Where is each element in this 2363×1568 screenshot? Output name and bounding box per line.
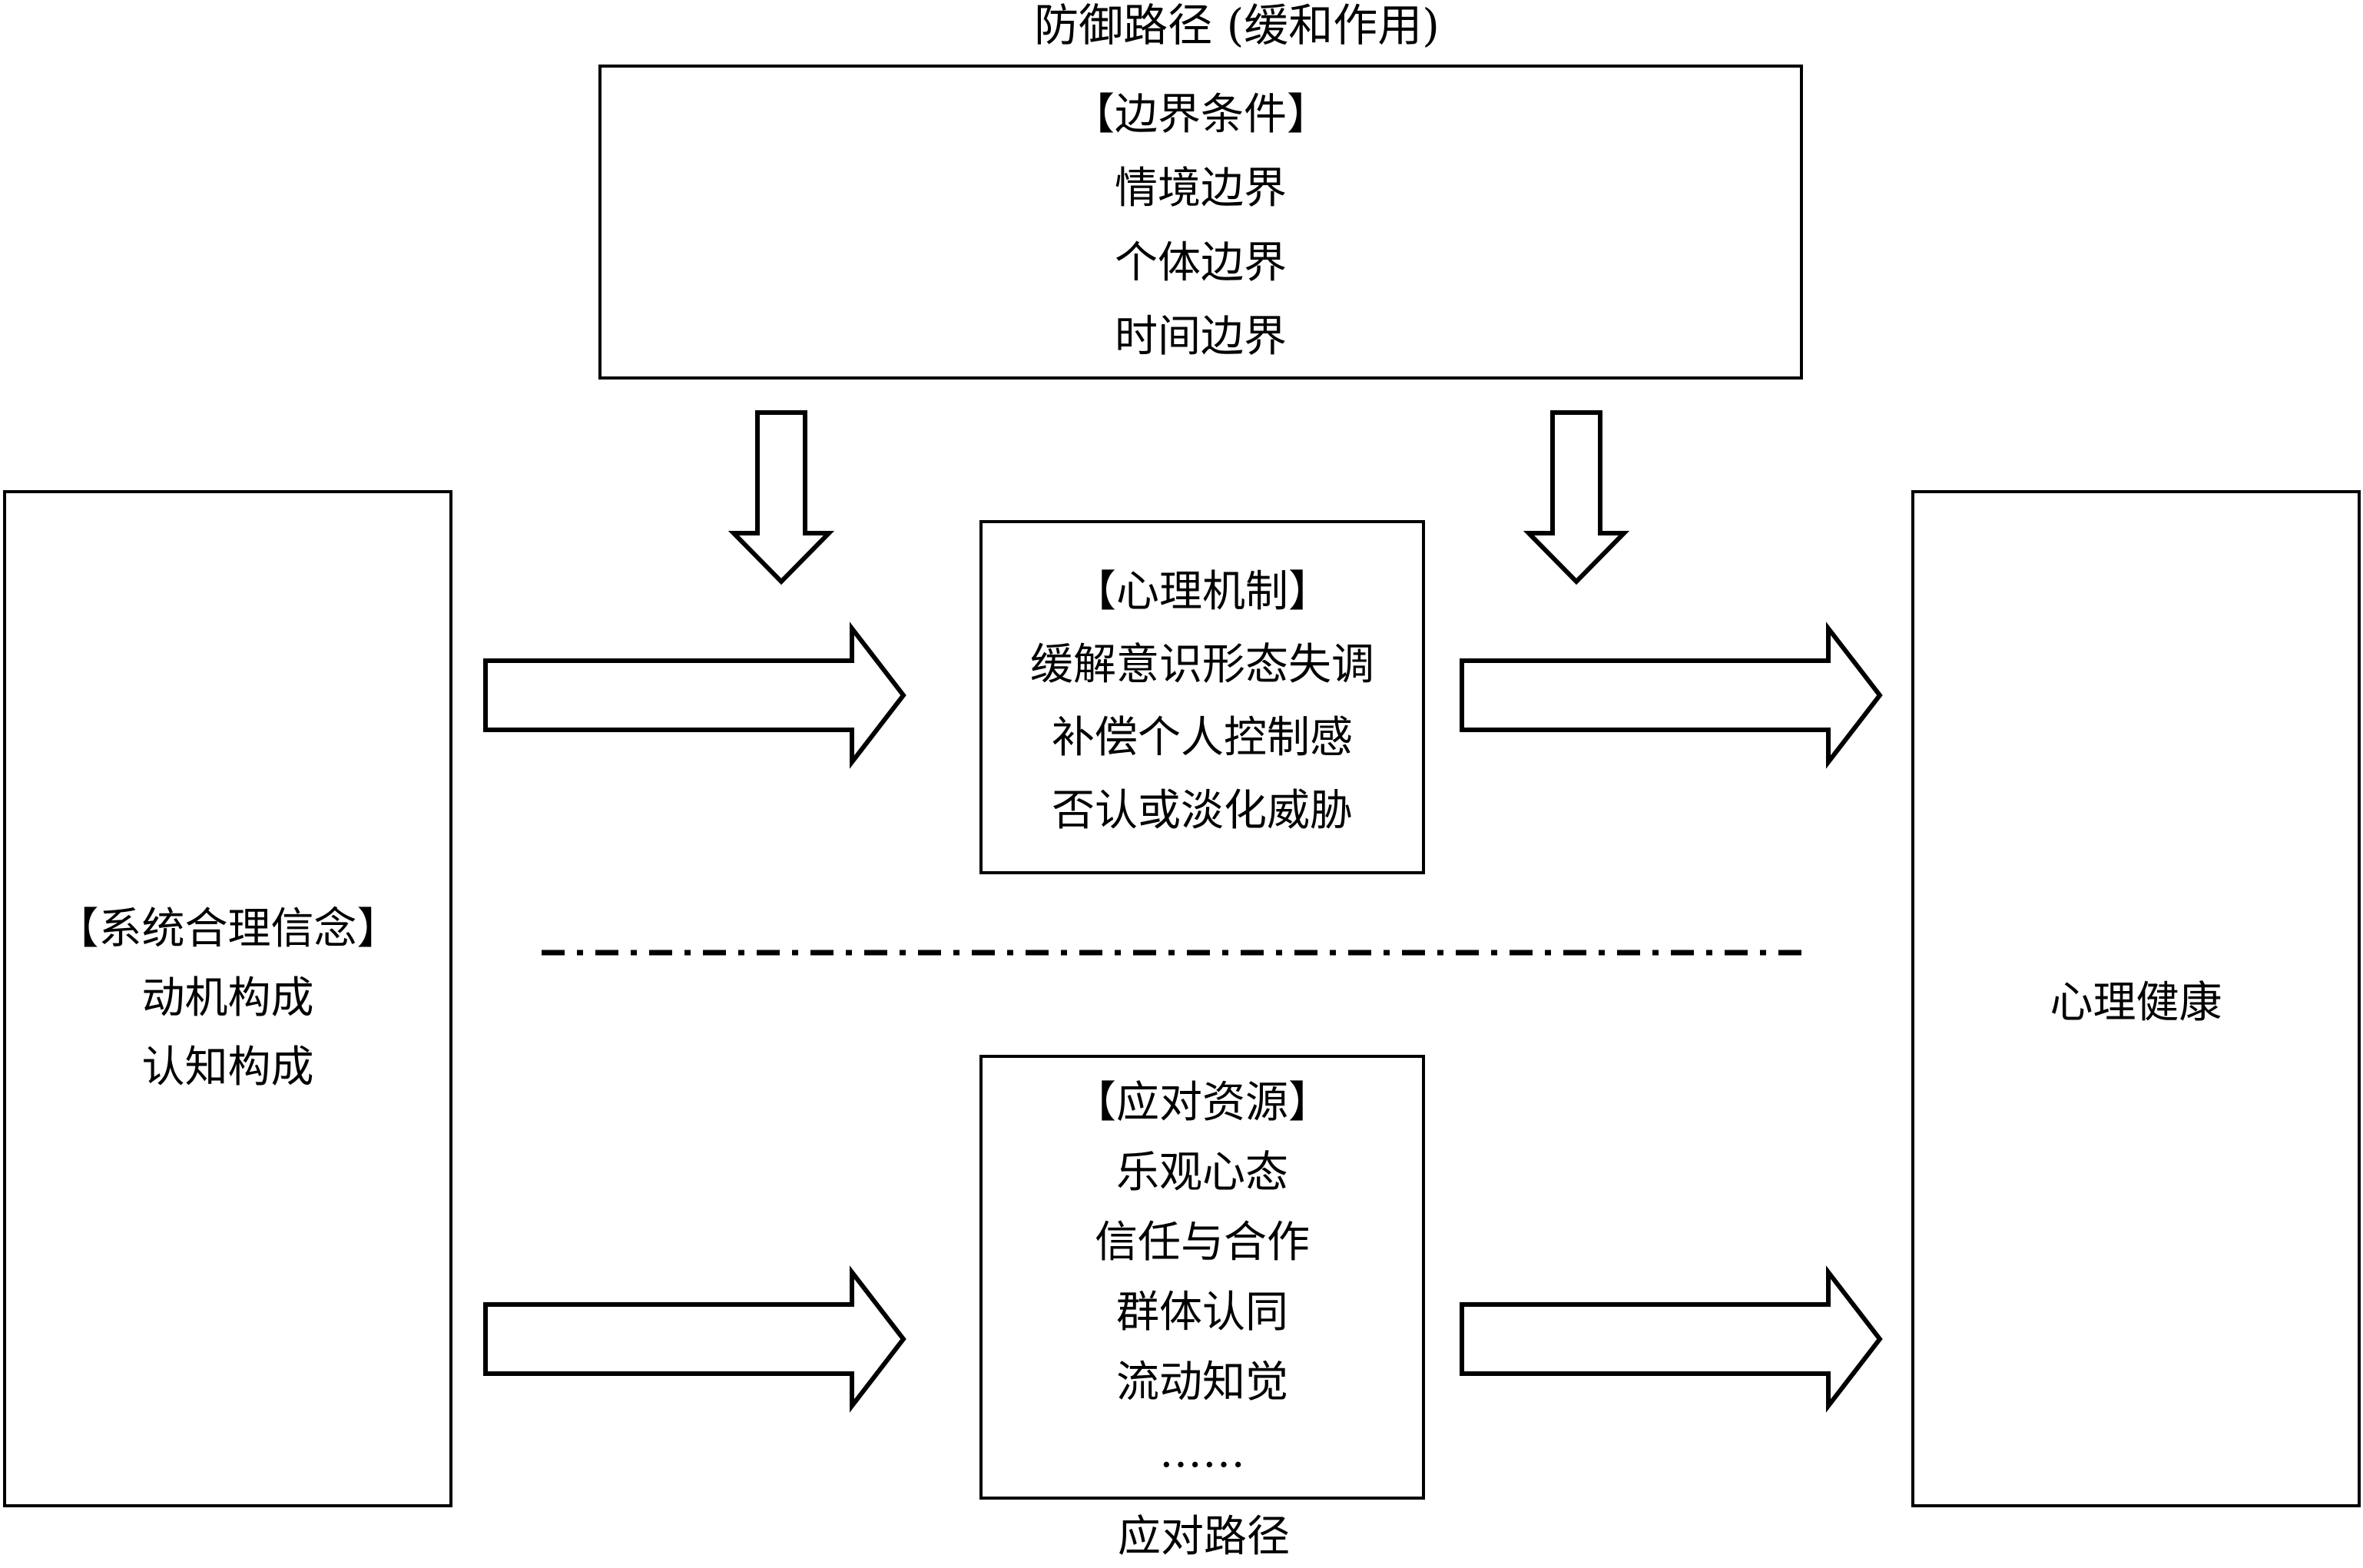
right-arrow-upper-left-icon [483, 622, 906, 769]
defense-path-title: 防御路径 (缓和作用) [1034, 0, 1440, 51]
mechanism-header: 【心理机制】 [1073, 566, 1331, 617]
resources-header: 【应对资源】 [1073, 1077, 1331, 1128]
resources-item-ellipsis: …… [1159, 1427, 1245, 1477]
mental-health-label: 心理健康 [2050, 977, 2222, 1028]
mechanism-item-threat: 否认或淡化威胁 [1052, 785, 1353, 836]
mechanism-item-control: 补偿个人控制感 [1052, 712, 1353, 763]
belief-item-cognitive: 认知构成 [141, 1043, 314, 1092]
mechanism-item-dissonance: 缓解意识形态失调 [1030, 639, 1374, 690]
resources-item-mobility-perception: 流动知觉 [1116, 1357, 1288, 1407]
down-arrow-left-icon [727, 410, 835, 585]
boundary-item-individual: 个体边界 [1115, 237, 1287, 288]
resources-item-optimism: 乐观心态 [1116, 1147, 1288, 1198]
boundary-item-situational: 情境边界 [1115, 164, 1287, 214]
system-justification-belief-box: 【系统合理信念】 动机构成 认知构成 [3, 490, 452, 1507]
right-arrow-lower-right-icon [1460, 1265, 1883, 1413]
down-arrow-right-icon [1523, 410, 1630, 585]
right-arrow-lower-left-icon [483, 1265, 906, 1413]
boundary-conditions-box: 【边界条件】 情境边界 个体边界 时间边界 [598, 65, 1803, 380]
mental-health-box: 心理健康 [1911, 490, 2361, 1507]
belief-item-motivational: 动机构成 [141, 973, 314, 1023]
boundary-item-temporal: 时间边界 [1115, 312, 1287, 363]
boundary-conditions-header: 【边界条件】 [1072, 89, 1330, 140]
psychological-mechanism-box: 【心理机制】 缓解意识形态失调 补偿个人控制感 否认或淡化威胁 [979, 520, 1425, 874]
belief-header: 【系统合理信念】 [55, 904, 400, 954]
coping-path-label: 应对路径 [1118, 1512, 1290, 1562]
resources-item-trust-cooperation: 信任与合作 [1095, 1217, 1310, 1268]
right-arrow-upper-right-icon [1460, 622, 1883, 769]
coping-resources-box: 【应对资源】 乐观心态 信任与合作 群体认同 流动知觉 …… [979, 1055, 1425, 1500]
resources-item-group-identity: 群体认同 [1116, 1287, 1288, 1338]
